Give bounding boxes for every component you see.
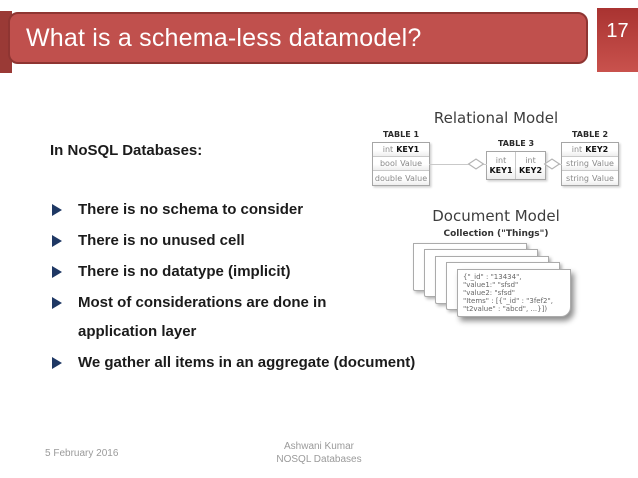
bullet-text: There is no unused cell xyxy=(78,232,245,249)
json-line: {"_id" : "13434", xyxy=(463,273,522,281)
column-value: Value xyxy=(592,173,614,183)
table-rows: int KEY2 string Value string Value xyxy=(561,142,619,186)
column-key: KEY2 xyxy=(518,165,543,175)
table-row: bool Value xyxy=(373,157,429,171)
column-type: string xyxy=(566,173,589,183)
bullet-triangle-icon xyxy=(52,266,62,278)
slide-number-badge: 17 xyxy=(597,8,638,72)
column-value: Value xyxy=(400,159,423,168)
table-cells: int KEY1 int KEY2 xyxy=(486,151,546,180)
relational-table-3: TABLE 3 int KEY1 int KEY2 xyxy=(486,139,546,180)
bullet-item: There is no schema to consider xyxy=(52,195,444,224)
relationship-diamond-icon xyxy=(467,158,485,170)
document-model-title: Document Model xyxy=(432,207,560,225)
bullet-triangle-icon xyxy=(52,235,62,247)
document-page-front: {"_id" : "13434", "value1:" "sfsd" "valu… xyxy=(457,269,571,317)
table-row: double Value xyxy=(373,171,429,185)
bullet-triangle-icon xyxy=(52,357,62,369)
footer-author-block: Ashwani Kumar NOSQL Databases xyxy=(239,440,399,466)
column-key: KEY2 xyxy=(585,145,609,154)
relational-model-title: Relational Model xyxy=(433,109,559,127)
column-type: int xyxy=(495,155,507,165)
table-cell: int KEY2 xyxy=(516,152,545,179)
column-value: Value xyxy=(405,173,428,183)
footer-course: NOSQL Databases xyxy=(276,454,362,465)
bullet-text: Most of considerations are done in appli… xyxy=(78,294,327,340)
column-type: int xyxy=(525,155,536,165)
bullet-item: Most of considerations are done in appli… xyxy=(52,288,444,346)
relational-table-1: TABLE 1 int KEY1 bool Value double Value xyxy=(372,130,430,186)
page-title: What is a schema-less datamodel? xyxy=(26,23,422,52)
column-type: double xyxy=(374,173,403,183)
table-header: TABLE 3 xyxy=(497,139,535,148)
bullet-triangle-icon xyxy=(52,204,62,216)
json-line: "Items" : [{"_id" : "3fef2", xyxy=(463,297,553,305)
table-header: TABLE 1 xyxy=(382,130,420,139)
relational-table-2: TABLE 2 int KEY2 string Value string Val… xyxy=(561,130,619,186)
bullet-item: There is no datatype (implicit) xyxy=(52,257,444,286)
json-line: "value1:" "sfsd" xyxy=(463,281,519,289)
slide-title-bar: What is a schema-less datamodel? xyxy=(8,12,588,64)
column-key: KEY1 xyxy=(396,145,420,154)
table-rows: int KEY1 bool Value double Value xyxy=(372,142,430,186)
collection-label: Collection ("Things") xyxy=(443,229,549,239)
relationship-connector xyxy=(429,164,487,165)
bullet-text: We gather all items in an aggregate (doc… xyxy=(78,354,416,371)
column-type: string xyxy=(566,159,589,168)
intro-text: In NoSQL Databases: xyxy=(50,142,203,159)
table-row: string Value xyxy=(562,171,618,185)
bullet-triangle-icon xyxy=(52,297,62,309)
column-type: bool xyxy=(379,159,398,168)
table-cell: int KEY1 xyxy=(487,152,516,179)
bullet-item: We gather all items in an aggregate (doc… xyxy=(52,348,444,377)
relationship-diamond-icon xyxy=(543,158,561,170)
table-header: TABLE 2 xyxy=(571,130,609,139)
footer-date: 5 February 2016 xyxy=(45,448,119,459)
footer-author: Ashwani Kumar xyxy=(283,441,355,452)
table-row: string Value xyxy=(562,157,618,171)
column-value: Value xyxy=(592,159,614,168)
bullet-text: There is no datatype (implicit) xyxy=(78,263,291,280)
json-line: "t2value" : "abcd", ...}]) xyxy=(463,305,548,313)
table-row: int KEY1 xyxy=(373,143,429,157)
json-line: "value2: "sfsd" xyxy=(463,289,516,297)
column-key: KEY1 xyxy=(489,165,513,175)
column-type: int xyxy=(571,145,583,154)
slide-number-text: 17 xyxy=(606,19,629,42)
bullet-text: There is no schema to consider xyxy=(78,201,304,218)
column-type: int xyxy=(382,145,394,154)
bullet-item: There is no unused cell xyxy=(52,226,444,255)
table-row: int KEY2 xyxy=(562,143,618,157)
bullet-list: There is no schema to consider There is … xyxy=(52,195,444,379)
